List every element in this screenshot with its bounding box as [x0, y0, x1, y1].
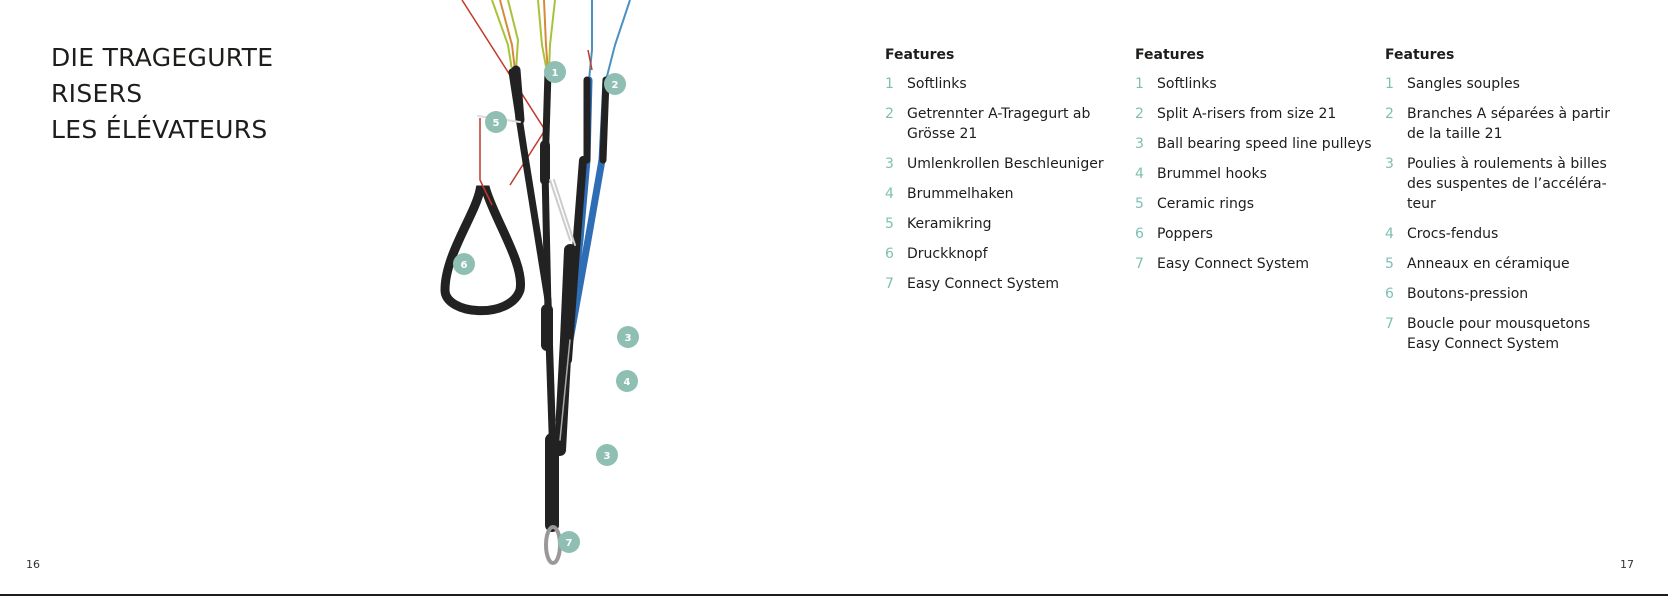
item-text: Ceramic rings	[1157, 196, 1255, 212]
item-number: 3	[1385, 156, 1394, 172]
item-number: 5	[1385, 256, 1394, 272]
svg-text:3: 3	[625, 333, 632, 344]
svg-text:4: 4	[624, 377, 631, 388]
list-item: 1 Sangles souples	[1385, 74, 1625, 94]
list-item: 2 Getrennter A-Tragegurt ab Grösse 21	[885, 104, 1125, 144]
badge-5: 5	[485, 111, 507, 133]
list-item: 2 Branches A séparées à partir de la tail…	[1385, 104, 1625, 144]
item-number: 3	[885, 156, 894, 172]
svg-text:1: 1	[552, 68, 559, 79]
features-heading: Features	[885, 47, 955, 63]
list-item: 1 Softlinks	[885, 74, 1125, 94]
item-number: 4	[1135, 166, 1144, 182]
badge-7: 7	[558, 531, 580, 553]
item-text: Easy Connect System	[1157, 256, 1309, 272]
item-text: Getrennter A-Tragegurt ab Grösse 21	[907, 106, 1091, 142]
features-heading: Features	[1385, 47, 1455, 63]
list-item: 3 Umlenkrollen Beschleuniger	[885, 154, 1125, 174]
badge-3-lower: 3	[596, 444, 618, 466]
badge-6: 6	[453, 253, 475, 275]
item-number: 5	[885, 216, 894, 232]
item-number: 1	[885, 76, 894, 92]
list-item: 3 Poulies à roulements à billes des suspe…	[1385, 154, 1625, 214]
item-number: 2	[1135, 106, 1144, 122]
list-item: 2 Split A-risers from size 21	[1135, 104, 1375, 124]
item-text: Druckknopf	[907, 246, 988, 262]
brake-handle	[440, 118, 526, 316]
item-text: Anneaux en céramique	[1407, 256, 1570, 272]
title-line-de: DIE TRAGEGURTE	[51, 43, 274, 72]
badge-3-upper: 3	[617, 326, 639, 348]
page-title: DIE TRAGEGURTE RISERS LES ÉLÉVATEURS	[51, 40, 273, 148]
item-number: 1	[1385, 76, 1394, 92]
page-number-right: 17	[1620, 558, 1634, 571]
item-number: 2	[885, 106, 894, 122]
item-text: Umlenkrollen Beschleuniger	[907, 156, 1104, 172]
item-text: Crocs-fendus	[1407, 226, 1499, 242]
svg-text:5: 5	[493, 118, 500, 129]
item-text: Keramikring	[907, 216, 992, 232]
svg-text:3: 3	[604, 451, 611, 462]
features-list: 1 Softlinks 2 Getrennter A-Tragegurt ab Gr…	[885, 74, 1125, 294]
list-item: 5 Ceramic rings	[1135, 194, 1375, 214]
item-number: 7	[885, 276, 894, 292]
item-number: 3	[1135, 136, 1144, 152]
item-text: Brummel hooks	[1157, 166, 1267, 182]
item-text: Split A-risers from size 21	[1157, 106, 1337, 122]
list-item: 7 Boucle pour mousquetons Easy Connect Sy…	[1385, 314, 1625, 354]
easy-connect-loop	[544, 525, 562, 565]
list-item: 4 Crocs-fendus	[1385, 224, 1625, 244]
item-number: 6	[1135, 226, 1144, 242]
list-item: 6 Poppers	[1135, 224, 1375, 244]
item-text: Sangles souples	[1407, 76, 1520, 92]
features-english: Features 1 Softlinks 2 Split A-risers from…	[1135, 45, 1375, 284]
list-item: 4 Brummelhaken	[885, 184, 1125, 204]
list-item: 7 Easy Connect System	[1135, 254, 1375, 274]
item-number: 4	[1385, 226, 1394, 242]
features-heading: Features	[1135, 47, 1205, 63]
item-text: Branches A séparées à partir de la taill…	[1407, 106, 1610, 142]
badge-2: 2	[604, 73, 626, 95]
badge-4: 4	[616, 370, 638, 392]
list-item: 6 Boutons-pression	[1385, 284, 1625, 304]
list-item: 6 Druckknopf	[885, 244, 1125, 264]
svg-text:6: 6	[461, 260, 468, 271]
features-german: Features 1 Softlinks 2 Getrennter A-Trageg…	[885, 45, 1125, 304]
title-line-fr: LES ÉLÉVATEURS	[51, 115, 268, 144]
riser-webbing	[477, 65, 610, 532]
item-number: 6	[1385, 286, 1394, 302]
item-text: Softlinks	[1157, 76, 1217, 92]
title-line-en: RISERS	[51, 79, 143, 108]
item-number: 7	[1385, 316, 1394, 332]
badge-1: 1	[544, 61, 566, 83]
svg-text:2: 2	[612, 80, 619, 91]
item-text: Ball bearing speed line pulleys	[1157, 136, 1372, 152]
item-text: Boucle pour mousquetons Easy Connect Sys…	[1407, 316, 1591, 352]
list-item: 1 Softlinks	[1135, 74, 1375, 94]
list-item: 7 Easy Connect System	[885, 274, 1125, 294]
item-text: Poulies à roulements à billes des suspen…	[1407, 156, 1607, 212]
page-number-left: 16	[26, 558, 40, 571]
item-text: Boutons-pression	[1407, 286, 1529, 302]
item-text: Brummelhaken	[907, 186, 1014, 202]
item-number: 4	[885, 186, 894, 202]
features-french: Features 1 Sangles souples 2 Branches A sé…	[1385, 45, 1625, 364]
risers-illustration: 1 2 5 6 3 4 3 7	[440, 0, 639, 565]
list-item: 5 Keramikring	[885, 214, 1125, 234]
item-number: 1	[1135, 76, 1144, 92]
list-item: 5 Anneaux en céramique	[1385, 254, 1625, 274]
list-item: 3 Ball bearing speed line pulleys	[1135, 134, 1375, 154]
features-list: 1 Sangles souples 2 Branches A séparées à …	[1385, 74, 1625, 354]
bottom-border	[0, 594, 1668, 596]
list-item: 4 Brummel hooks	[1135, 164, 1375, 184]
svg-text:7: 7	[566, 538, 573, 549]
item-number: 7	[1135, 256, 1144, 272]
item-text: Softlinks	[907, 76, 967, 92]
item-number: 5	[1135, 196, 1144, 212]
item-text: Easy Connect System	[907, 276, 1059, 292]
item-text: Poppers	[1157, 226, 1213, 242]
item-number: 6	[885, 246, 894, 262]
item-number: 2	[1385, 106, 1394, 122]
